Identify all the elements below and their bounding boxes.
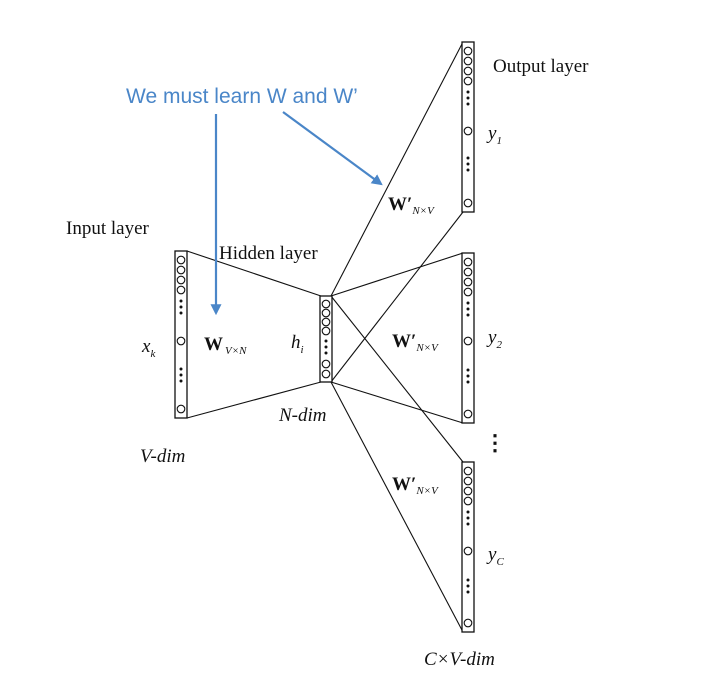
edge-hidden-outC-top	[330, 295, 464, 463]
edge-hidden-out2-top	[330, 252, 464, 297]
edge-hidden-outC-bottom	[330, 381, 464, 633]
x-k-label: xk	[141, 336, 156, 360]
edge-input-hidden-top	[186, 250, 322, 297]
y1-label: y1	[486, 123, 502, 147]
output-layer-2-column	[461, 252, 475, 424]
cv-dim-label: C×V-dim	[424, 649, 495, 670]
n-dim-label: N-dim	[278, 405, 327, 426]
edge-input-hidden-bottom	[186, 381, 322, 419]
edge-hidden-out1-top	[330, 41, 464, 297]
input-layer-column	[174, 250, 188, 419]
hidden-layer-label: Hidden layer	[219, 243, 318, 264]
output-layer-1-column	[461, 41, 475, 213]
connection-edges	[186, 41, 464, 633]
hidden-layer-column	[319, 295, 333, 383]
annotation-arrows	[210, 111, 383, 316]
edge-hidden-out2-bottom	[330, 381, 464, 424]
weight-output-2-label: W′N×V	[392, 331, 439, 354]
output-ellipsis: ⋮	[484, 430, 506, 455]
edge-hidden-out1-bottom	[330, 211, 464, 383]
h-i-label: hi	[291, 332, 304, 356]
weight-output-3-label: W′N×V	[392, 474, 439, 497]
annotation-text: We must learn W and W’	[126, 85, 358, 108]
output-layer-label: Output layer	[493, 56, 589, 77]
output-layer-c-column	[461, 461, 475, 633]
input-layer-label: Input layer	[66, 218, 150, 239]
y2-label: y2	[486, 327, 502, 351]
yc-label: yC	[486, 544, 504, 568]
weight-output-1-label: W′N×V	[388, 194, 435, 217]
v-dim-label: V-dim	[140, 446, 185, 467]
arrow-to-w-prime	[282, 111, 383, 186]
